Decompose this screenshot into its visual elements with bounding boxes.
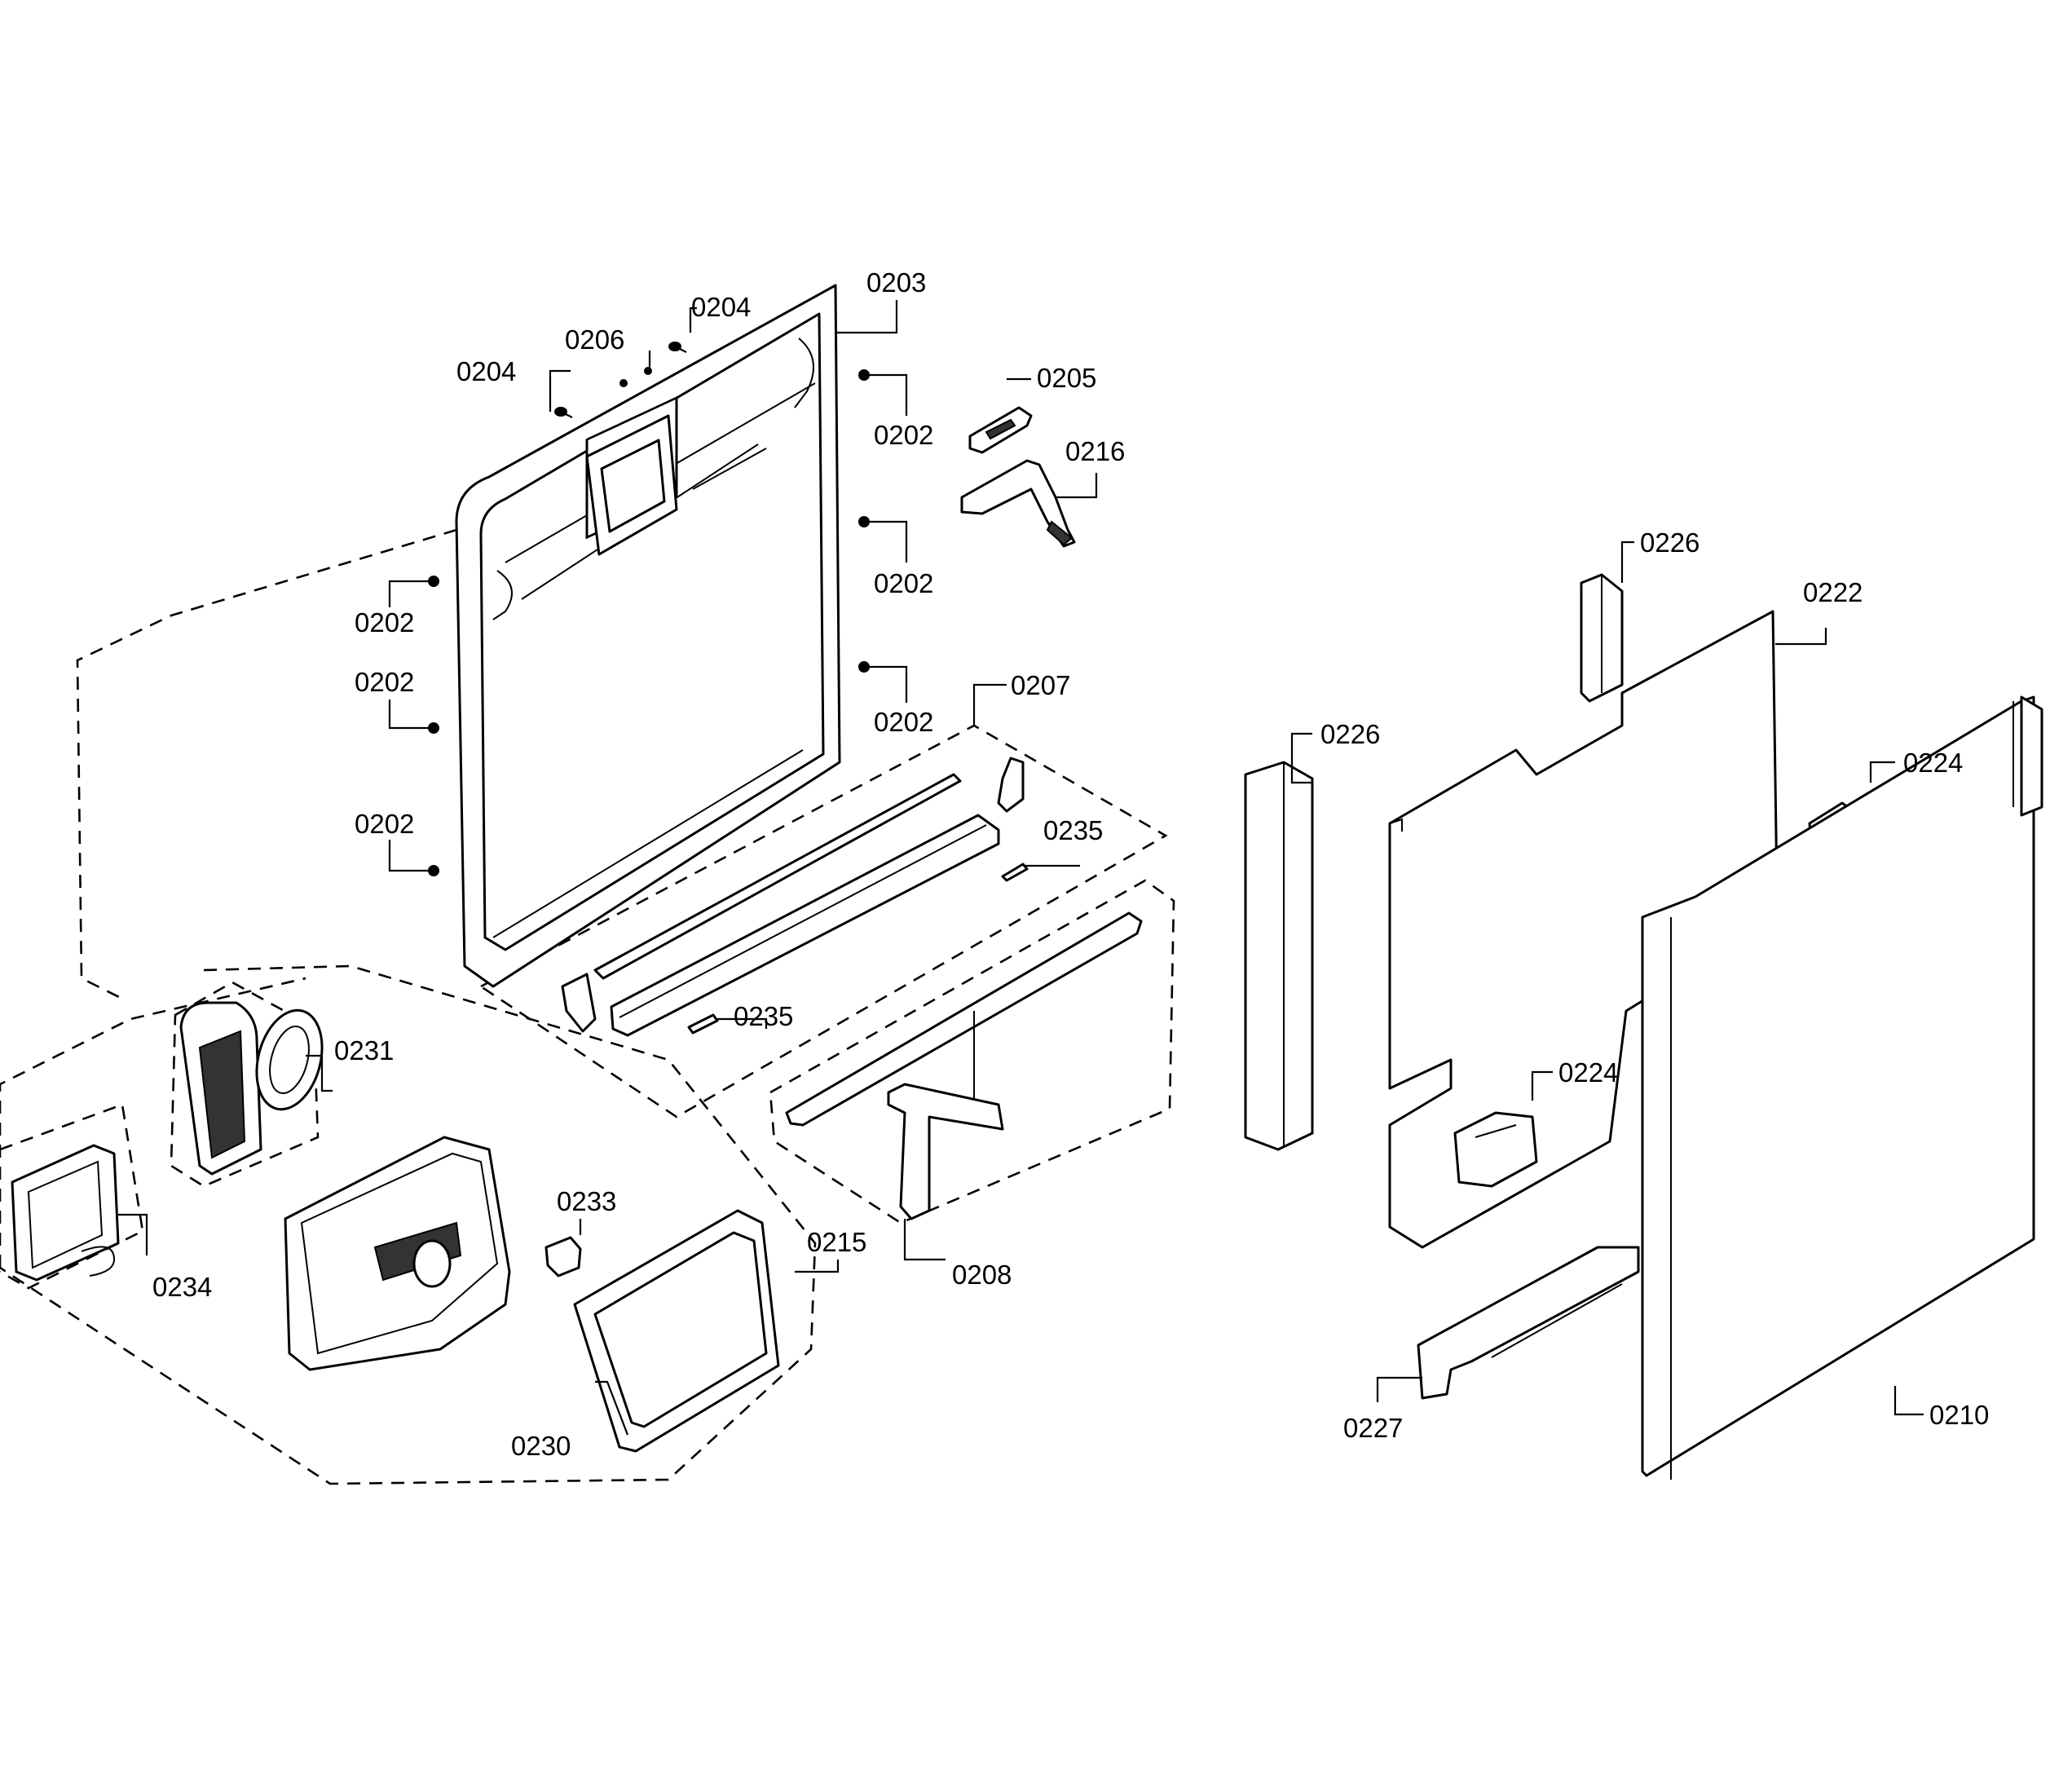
callout-0202-lower-right: 0202 [874, 707, 933, 737]
part-0231-housing [179, 1001, 324, 1176]
group-outline-0231 [170, 981, 320, 1188]
callout-0203: 0203 [866, 267, 926, 298]
callout-0202-left-1: 0202 [355, 607, 414, 638]
rail-assembly [561, 757, 1029, 1037]
callout-0208: 0208 [952, 1260, 1012, 1290]
callout-0224-upper: 0224 [1903, 748, 1963, 778]
callout-0202-left-2: 0202 [355, 667, 414, 697]
part-0234-panel [11, 1144, 120, 1282]
part-0210-outer-door-panel [1641, 695, 2043, 1480]
part-0226-column-left [1244, 761, 1314, 1151]
callout-0224-lower: 0224 [1558, 1057, 1618, 1088]
callout-0204-top: 0204 [691, 292, 751, 322]
hinge-arm [785, 911, 1143, 1220]
part-0227-kickplate [1417, 1246, 1640, 1400]
callout-0202-left-3: 0202 [355, 809, 414, 839]
part-0226-column-right [1580, 573, 1624, 703]
group-outline-left-modules [0, 977, 306, 1268]
callout-0227: 0227 [1343, 1413, 1403, 1443]
part-control-module [284, 1136, 511, 1371]
callout-0234: 0234 [152, 1272, 212, 1302]
callout-0231: 0231 [334, 1035, 394, 1066]
inner-door-frame [455, 284, 841, 988]
callout-0230: 0230 [511, 1431, 571, 1461]
group-outline-0234 [0, 1103, 144, 1290]
callout-0233: 0233 [557, 1186, 616, 1216]
group-outline-rail [480, 724, 1168, 1119]
latch-part-0205 [968, 406, 1033, 454]
callout-0215: 0215 [807, 1227, 866, 1257]
group-outline-control-module [0, 964, 817, 1485]
latch-part-0216 [960, 459, 1076, 548]
callout-0206: 0206 [565, 324, 624, 355]
callout-0216: 0216 [1065, 436, 1125, 466]
callout-0235-upper: 0235 [1043, 815, 1103, 845]
part-0224-bracket-lower [1453, 1111, 1538, 1188]
callout-0235-lower: 0235 [734, 1001, 793, 1031]
callout-0207: 0207 [1011, 670, 1070, 700]
callout-0226-left: 0226 [1320, 719, 1380, 749]
callout-0226-top: 0226 [1640, 527, 1699, 558]
callout-0202-mid-right: 0202 [874, 568, 933, 598]
part-0233-clip [544, 1236, 582, 1277]
group-outline-door-assembly [76, 528, 457, 1000]
callout-0202-upper-right: 0202 [874, 420, 933, 450]
part-0230-gasket [573, 1209, 780, 1453]
group-outline-hinge [769, 879, 1175, 1224]
callout-0204-left: 0204 [456, 356, 516, 386]
callout-0210: 0210 [1929, 1400, 1989, 1430]
callout-0222: 0222 [1803, 577, 1863, 607]
leader-lines [118, 300, 1924, 1436]
callout-labels: 0203 0204 0206 0204 0205 0202 0216 0202 … [152, 267, 1989, 1461]
callout-0205: 0205 [1037, 363, 1096, 393]
